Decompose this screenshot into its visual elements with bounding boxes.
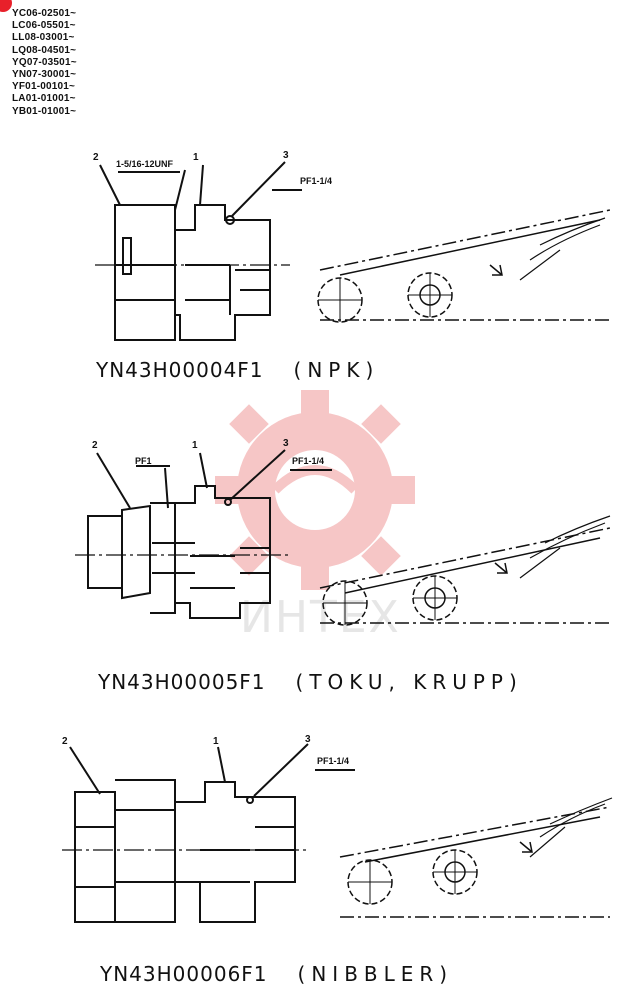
callout-1: 1	[213, 736, 219, 747]
callout-1: 1	[193, 152, 199, 163]
variant-label: (NPK)	[293, 358, 380, 382]
thread-label-left: PF1	[135, 456, 152, 466]
serial-item: LL08-03001~	[12, 32, 75, 44]
serial-item: LC06-05501~	[12, 20, 76, 32]
part-caption-npk: YN43H00004F1 (NPK)	[96, 358, 379, 382]
fitting-diagram-npk: 2 1 3 1-5/16-12UNF PF1-1/4	[0, 150, 644, 390]
callout-2: 2	[93, 152, 99, 163]
callout-1: 1	[192, 440, 198, 451]
serial-item: LQ08-04501~	[12, 44, 77, 56]
corner-marker	[0, 0, 12, 12]
fitting-drawing	[75, 449, 611, 626]
watermark-text: ИНТЕХ	[240, 592, 401, 643]
part-number: YN43H00004F1	[96, 358, 264, 382]
thread-label-right: PF1-1/4	[292, 456, 325, 466]
fitting-drawing	[62, 743, 613, 923]
fitting-diagram-toku-krupp: 2 1 3 PF1 PF1-1/4	[0, 438, 644, 648]
callout-3: 3	[283, 438, 289, 449]
part-caption-nibbler: YN43H00006F1 (NIBBLER)	[100, 962, 453, 986]
fitting-diagram-nibbler: 2 1 3 PF1-1/4	[0, 732, 644, 942]
serial-item: YB01-01001~	[12, 105, 77, 117]
serial-item: YQ07-03501~	[12, 56, 77, 68]
thread-label-right: PF1-1/4	[317, 756, 350, 766]
callout-2: 2	[62, 736, 68, 747]
serial-item: LA01-01001~	[12, 93, 76, 105]
thread-label-left: 1-5/16-12UNF	[116, 159, 174, 169]
part-caption-toku-krupp: YN43H00005F1 (TOKU, KRUPP)	[98, 670, 523, 694]
variant-label: (TOKU, KRUPP)	[295, 670, 523, 694]
part-number: YN43H00005F1	[98, 670, 266, 694]
fitting-drawing	[95, 161, 611, 341]
thread-label-right: PF1-1/4	[300, 176, 333, 186]
callout-2: 2	[92, 440, 98, 451]
serial-item: YF01-00101~	[12, 81, 76, 93]
serial-item: YC06-02501~	[12, 8, 77, 19]
callout-3: 3	[283, 150, 289, 161]
serial-number-list: YC06-02501~ LC06-05501~ LL08-03001~ LQ08…	[12, 8, 77, 118]
part-number: YN43H00006F1	[100, 962, 268, 986]
variant-label: (NIBBLER)	[297, 962, 454, 986]
serial-item: YN07-30001~	[12, 69, 77, 81]
callout-3: 3	[305, 734, 311, 745]
